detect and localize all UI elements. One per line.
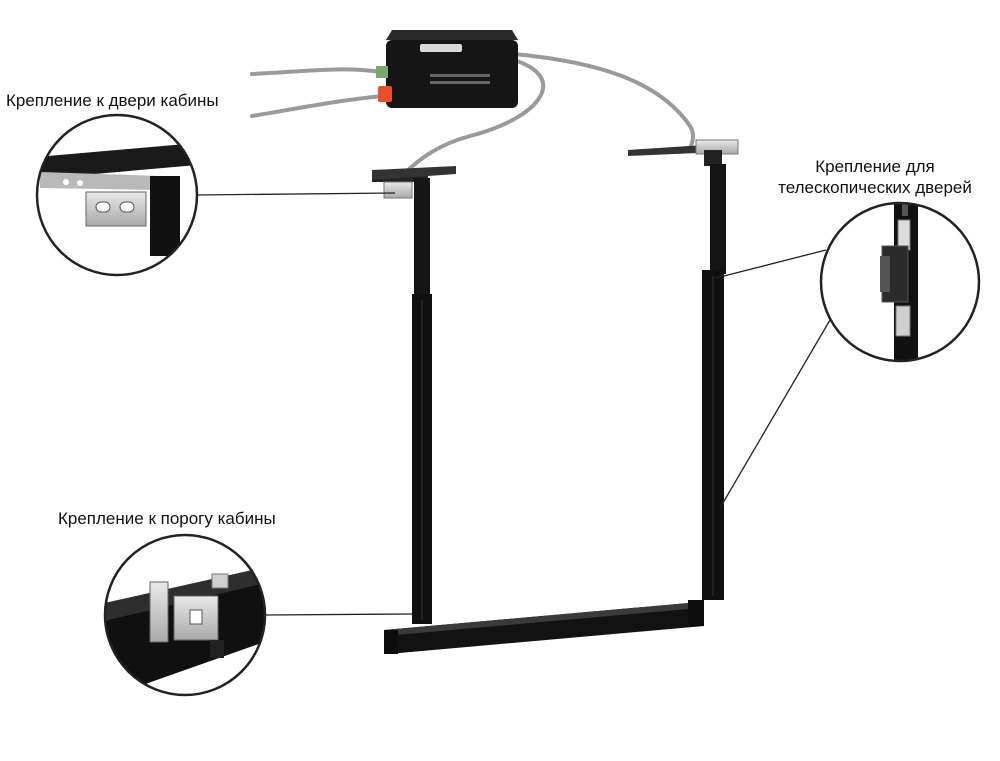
label-telescopic-mount: Крепление для телескопических дверей: [778, 157, 972, 197]
label-door-mount: Крепление к двери кабины: [6, 91, 219, 110]
leader-tele-1: [715, 249, 827, 279]
left-sensor-bar: [372, 166, 456, 624]
power-cable-2: [250, 94, 385, 118]
cable-left-bar: [402, 58, 546, 176]
detail-door-mount: [35, 113, 199, 277]
label-sill-mount: Крепление к порогу кабины: [58, 509, 276, 528]
right-sensor-bar: [628, 139, 739, 600]
leader-door: [195, 192, 396, 196]
detail-sill-mount: [103, 533, 267, 697]
controller-box: [376, 30, 518, 108]
status-led: [378, 86, 392, 102]
power-cable-1: [250, 67, 383, 76]
detail-telescopic-mount: [819, 201, 981, 363]
leader-tele-2: [719, 319, 831, 509]
leader-lines: [195, 192, 831, 616]
leader-sill: [264, 613, 413, 616]
cables: [250, 52, 695, 176]
logo-plate: [420, 44, 462, 52]
sill-bar: [384, 600, 704, 654]
cable-right-bar: [512, 52, 695, 150]
